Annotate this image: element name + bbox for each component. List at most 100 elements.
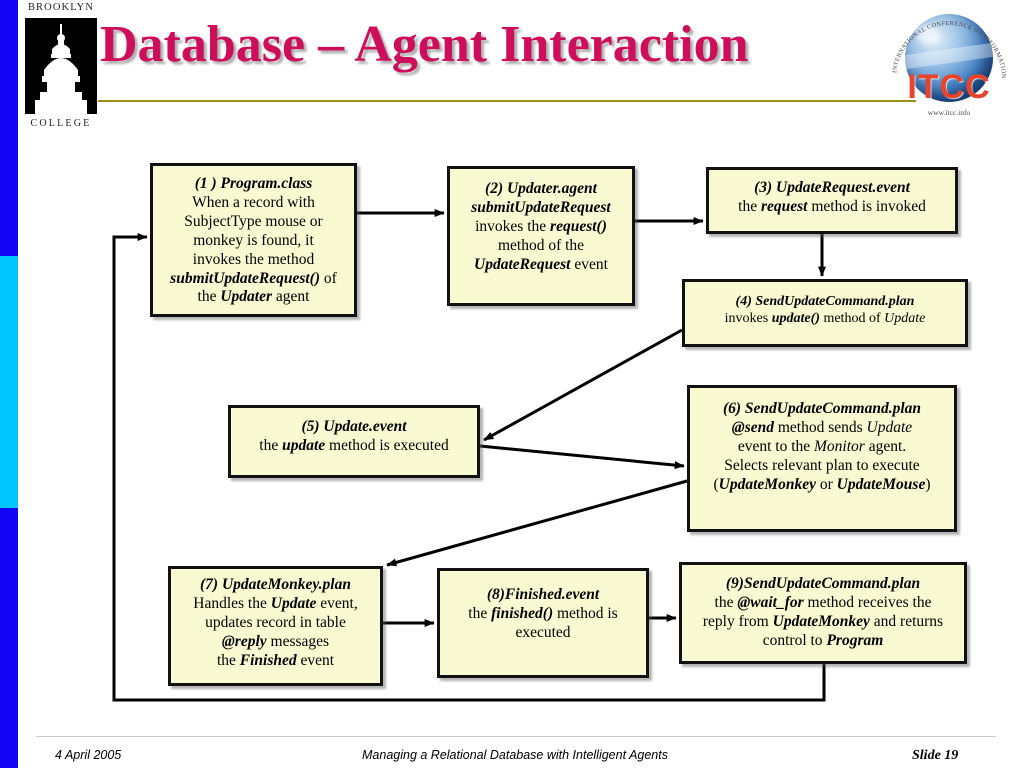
box-header: (6) SendUpdateCommand.plan — [722, 400, 922, 417]
process-box-6[interactable]: (6) SendUpdateCommand.plan@send method s… — [687, 385, 957, 532]
box-text-run: the — [714, 593, 738, 611]
box-line: @reply messages — [171, 633, 380, 652]
itcc-arc-text: INTERNATIONAL CONFERENCE ON INFORMATION … — [888, 4, 1007, 79]
box-text-run: messages — [266, 632, 330, 650]
box-text-run: or — [815, 475, 837, 493]
box-line: the update method is executed — [231, 437, 477, 456]
brooklyn-college-bottom-word: COLLEGE — [30, 118, 92, 129]
box-line: executed — [440, 624, 646, 643]
box-text-run: monkey is found, it — [193, 231, 314, 249]
footer-slide-number: Slide 19 — [912, 748, 959, 763]
box-line: invokes update() method of Update — [685, 310, 965, 327]
box-text-run: request — [760, 197, 808, 215]
box-text-run: UpdateRequest — [474, 255, 571, 273]
box-text-run: UpdateMouse — [836, 475, 926, 493]
box-text-run: method of the — [497, 236, 585, 254]
box-text-run: submitUpdateRequest — [471, 198, 611, 216]
box-text-run: the — [197, 288, 221, 306]
box-text-run: agent. — [864, 437, 907, 455]
box-line: (UpdateMonkey or UpdateMouse) — [690, 476, 954, 495]
box-text-run: method sends — [773, 418, 867, 436]
itcc-logo: INTERNATIONAL CONFERENCE ON INFORMATION … — [888, 4, 1010, 126]
itcc-wordmark: ITCC — [907, 68, 991, 106]
box-text-run: the — [216, 651, 240, 669]
box-line: reply from UpdateMonkey and returns — [682, 613, 964, 632]
box-text-run: update() — [771, 311, 820, 327]
box-text-run: submitUpdateRequest() — [170, 269, 321, 287]
box-text-run: event, — [316, 594, 358, 612]
box-header: (5) Update.event — [301, 418, 407, 435]
box-header: (2) Updater.agent — [485, 180, 597, 197]
box-text-run: UpdateMonkey — [772, 612, 870, 630]
box-header: (8)Finished.event — [486, 586, 600, 603]
box-line: Handles the Update event, — [171, 595, 380, 614]
box-text-run: agent — [272, 288, 310, 306]
box-line: @send method sends Update — [690, 419, 954, 438]
box-text-run: method is invoked — [807, 197, 926, 215]
brooklyn-college-logo: BROOKLYN COLLEGE — [22, 2, 100, 130]
left-band-middle — [0, 256, 18, 508]
title-underline-rule — [98, 100, 916, 102]
box-line: When a record with — [153, 194, 354, 213]
box-text-run: method is — [553, 604, 618, 622]
box-text-run: Update — [884, 311, 926, 327]
box-line: the @wait_for method receives the — [682, 594, 964, 613]
box-text-run: finished() — [491, 604, 554, 622]
box-header: (1 ) Program.class — [194, 175, 313, 192]
box-text-run: control to — [762, 631, 827, 649]
box-text-run: event — [570, 255, 608, 273]
page-title: Database – Agent Interaction — [100, 16, 749, 73]
box-text-run: @wait_for — [737, 593, 804, 611]
box-text-run: event — [296, 651, 335, 669]
box-line: control to Program — [682, 632, 964, 651]
box-text-run: reply from — [702, 612, 773, 630]
box-text-run: ) — [925, 475, 931, 493]
box-text-run: of — [320, 269, 337, 287]
box-line: event to the Monitor agent. — [690, 438, 954, 457]
box-text-run: ( — [713, 475, 719, 493]
process-box-5[interactable]: (5) Update.event the update method is exe… — [228, 405, 480, 478]
box-line: SubjectType mouse or — [153, 213, 354, 232]
box-line: the Updater agent — [153, 288, 354, 307]
box-line: invokes the method — [153, 251, 354, 270]
box-text-run: invokes the — [475, 217, 551, 235]
box-text-run: Handles the — [193, 594, 271, 612]
box-line: UpdateRequest event — [450, 256, 632, 275]
box-line: method of the — [450, 237, 632, 256]
box-header: (4) SendUpdateCommand.plan — [735, 294, 915, 309]
box-text-run: Monitor — [814, 437, 865, 455]
box-text-run: Update — [270, 594, 317, 612]
box-text-run: invokes the method — [192, 250, 315, 268]
box-text-run: SubjectType mouse or — [184, 212, 323, 230]
box-text-run: request() — [550, 217, 607, 235]
box-text-run: method of — [819, 311, 885, 327]
box-text-run: Program — [826, 631, 884, 649]
box-text-run: method is executed — [325, 436, 449, 454]
box-text-run: invokes — [724, 311, 772, 327]
connector-4-to-5 — [483, 328, 683, 442]
box-text-run: Update — [866, 418, 913, 436]
box-text-run: @reply — [221, 632, 267, 650]
box-text-run: @send — [731, 418, 774, 436]
box-line: invokes the request() — [450, 218, 632, 237]
box-text-run: Selects relevant plan to execute — [724, 456, 920, 474]
brooklyn-college-seal-icon — [25, 18, 97, 114]
box-text-run: executed — [515, 623, 571, 641]
box-text-run: updates record in table — [205, 613, 346, 631]
box-text-run: When a record with — [192, 193, 315, 211]
brooklyn-college-top-word: BROOKLYN — [27, 2, 95, 13]
box-text-run: the — [259, 436, 283, 454]
connector-5-to-6 — [479, 444, 685, 470]
globe-icon — [905, 14, 993, 102]
box-header: (7) UpdateMonkey.plan — [200, 576, 351, 593]
connector-6-to-7 — [386, 479, 688, 567]
